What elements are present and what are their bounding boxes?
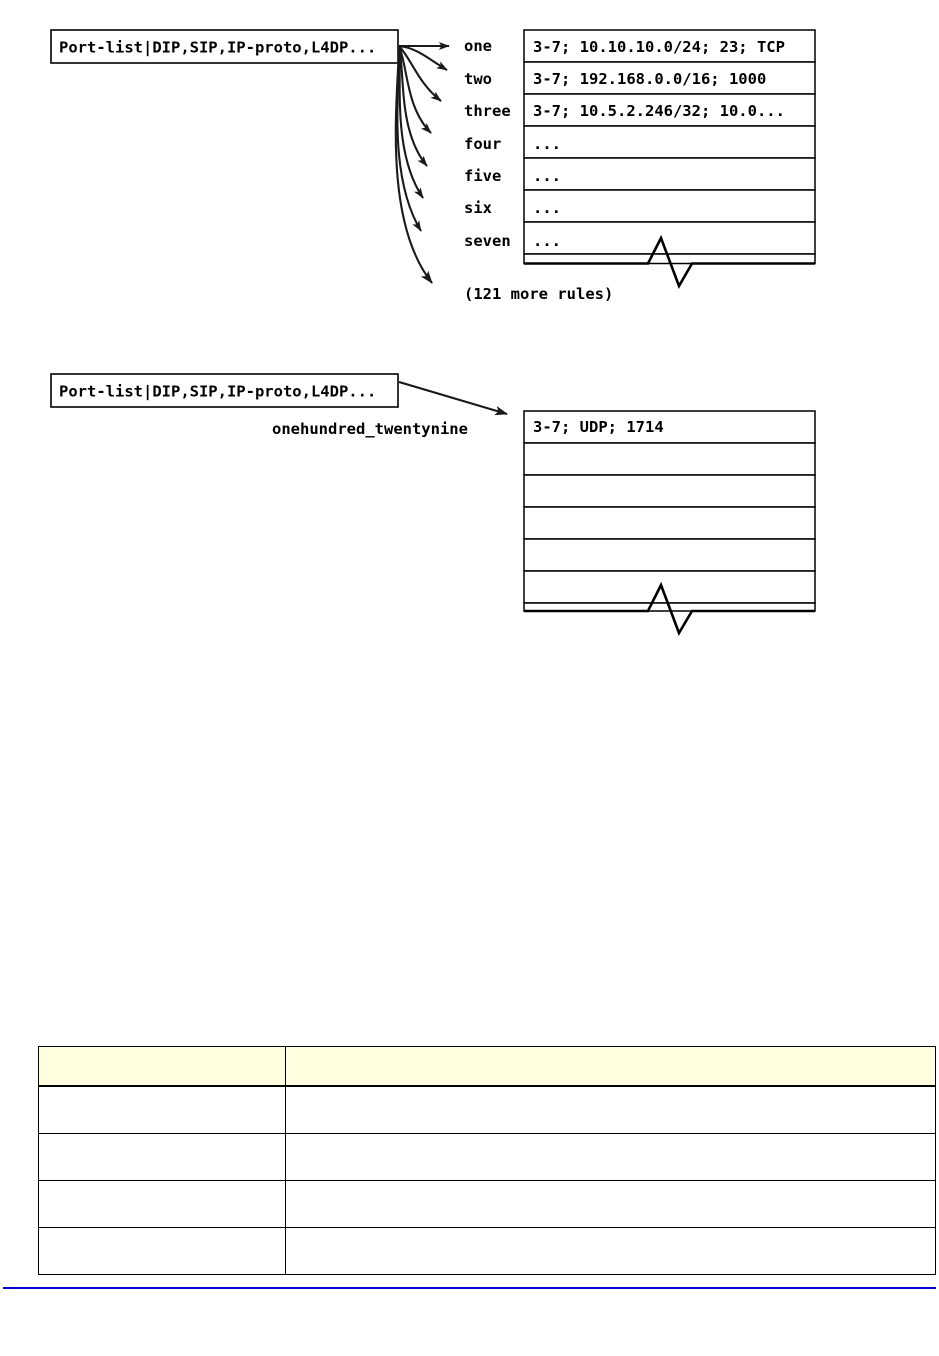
- table-cell: [285, 1085, 936, 1134]
- bottom-data-table: [38, 1046, 936, 1275]
- arrow-label-group-top: one two three four five six seven (121 m…: [464, 37, 613, 303]
- rule-list-top: 3-7; 10.10.10.0/24; 23; TCP 3-7; 192.168…: [523, 29, 816, 290]
- arrow-label-onehundred-twentynine: onehundred_twentynine: [272, 420, 468, 438]
- bottom-data-table-head: [38, 1046, 936, 1087]
- rule-text-5: ...: [533, 167, 561, 185]
- page-footer-rule: [3, 1287, 936, 1289]
- rule-text-1: 3-7; 10.10.10.0/24; 23; TCP: [533, 38, 785, 56]
- table-cell: [38, 1085, 286, 1134]
- table-header-cell-1: [38, 1046, 286, 1087]
- arrow-label-two: two: [464, 70, 492, 88]
- rule-row-box-4: [523, 125, 816, 159]
- table-header-cell-2: [285, 1046, 936, 1087]
- table-cell: [285, 1180, 936, 1228]
- rule-list-bottom: 3-7; UDP; 1714: [523, 410, 816, 637]
- rule-row-box-7: [523, 221, 816, 255]
- rule2-row-box-3: [523, 474, 816, 508]
- rule-row-box-6: [523, 189, 816, 223]
- arrow-to-onehundred-twentynine: [398, 380, 508, 416]
- truncation-zigzag-top: [524, 234, 815, 290]
- arrow-label-five: five: [464, 167, 501, 185]
- rule-text-6: ...: [533, 199, 561, 217]
- arrow-to-five: [397, 45, 428, 167]
- key-box-bottom-outline: [50, 373, 399, 408]
- rule-row-box-2: [523, 61, 816, 95]
- table-cell: [38, 1227, 286, 1275]
- arrow-to-more-rules: [394, 45, 433, 284]
- table-cell: [285, 1227, 936, 1275]
- rule2-row-box-2: [523, 442, 816, 476]
- table-cell: [285, 1133, 936, 1181]
- table-row: [38, 1085, 936, 1134]
- rule-text-3: 3-7; 10.5.2.246/32; 10.0...: [533, 102, 785, 120]
- table-row: [38, 1180, 936, 1228]
- arrow-label-six: six: [464, 199, 492, 217]
- arrow-label-one: one: [464, 37, 492, 55]
- key-box-bottom-label: Port-list|DIP,SIP,IP-proto,L4DP...: [59, 383, 376, 402]
- table-row: [38, 1227, 936, 1275]
- table-cell: [38, 1180, 286, 1228]
- arrow-label-three: three: [464, 102, 511, 120]
- rule-text-7: ...: [533, 232, 561, 250]
- key-box-top-outline: [50, 29, 399, 64]
- table-cell: [38, 1133, 286, 1181]
- arrow-to-three: [398, 45, 442, 102]
- arrow-fan-bottom: [398, 380, 508, 416]
- rule2-row-box-5: [523, 538, 816, 572]
- rule2-row-box-1: [523, 410, 816, 444]
- key-box-top-label: Port-list|DIP,SIP,IP-proto,L4DP...: [59, 39, 376, 58]
- rule-text-4: ...: [533, 135, 561, 153]
- rule2-text-1: 3-7; UDP; 1714: [533, 418, 664, 436]
- truncation-zigzag-bottom: [524, 581, 815, 637]
- rule-row-box-5: [523, 157, 816, 191]
- arrow-to-two: [398, 44, 448, 71]
- rule-text-2: 3-7; 192.168.0.0/16; 1000: [533, 70, 766, 88]
- rule2-row-box-6: [523, 570, 816, 604]
- overflow-label-top: (121 more rules): [464, 285, 613, 303]
- arrow-fan-top: [394, 42, 450, 284]
- key-box-top: Port-list|DIP,SIP,IP-proto,L4DP...: [50, 29, 399, 64]
- table-row: [38, 1133, 936, 1181]
- arrow-label-four: four: [464, 135, 501, 153]
- rule2-row-box-4: [523, 506, 816, 540]
- bottom-data-table-body: [38, 1085, 936, 1275]
- arrow-to-four: [398, 45, 432, 134]
- table-header-row: [38, 1046, 936, 1087]
- rule-row-box-3: [523, 93, 816, 127]
- rule-row-box-1: [523, 29, 816, 63]
- arrow-label-seven: seven: [464, 232, 511, 250]
- key-box-bottom: Port-list|DIP,SIP,IP-proto,L4DP...: [50, 373, 399, 408]
